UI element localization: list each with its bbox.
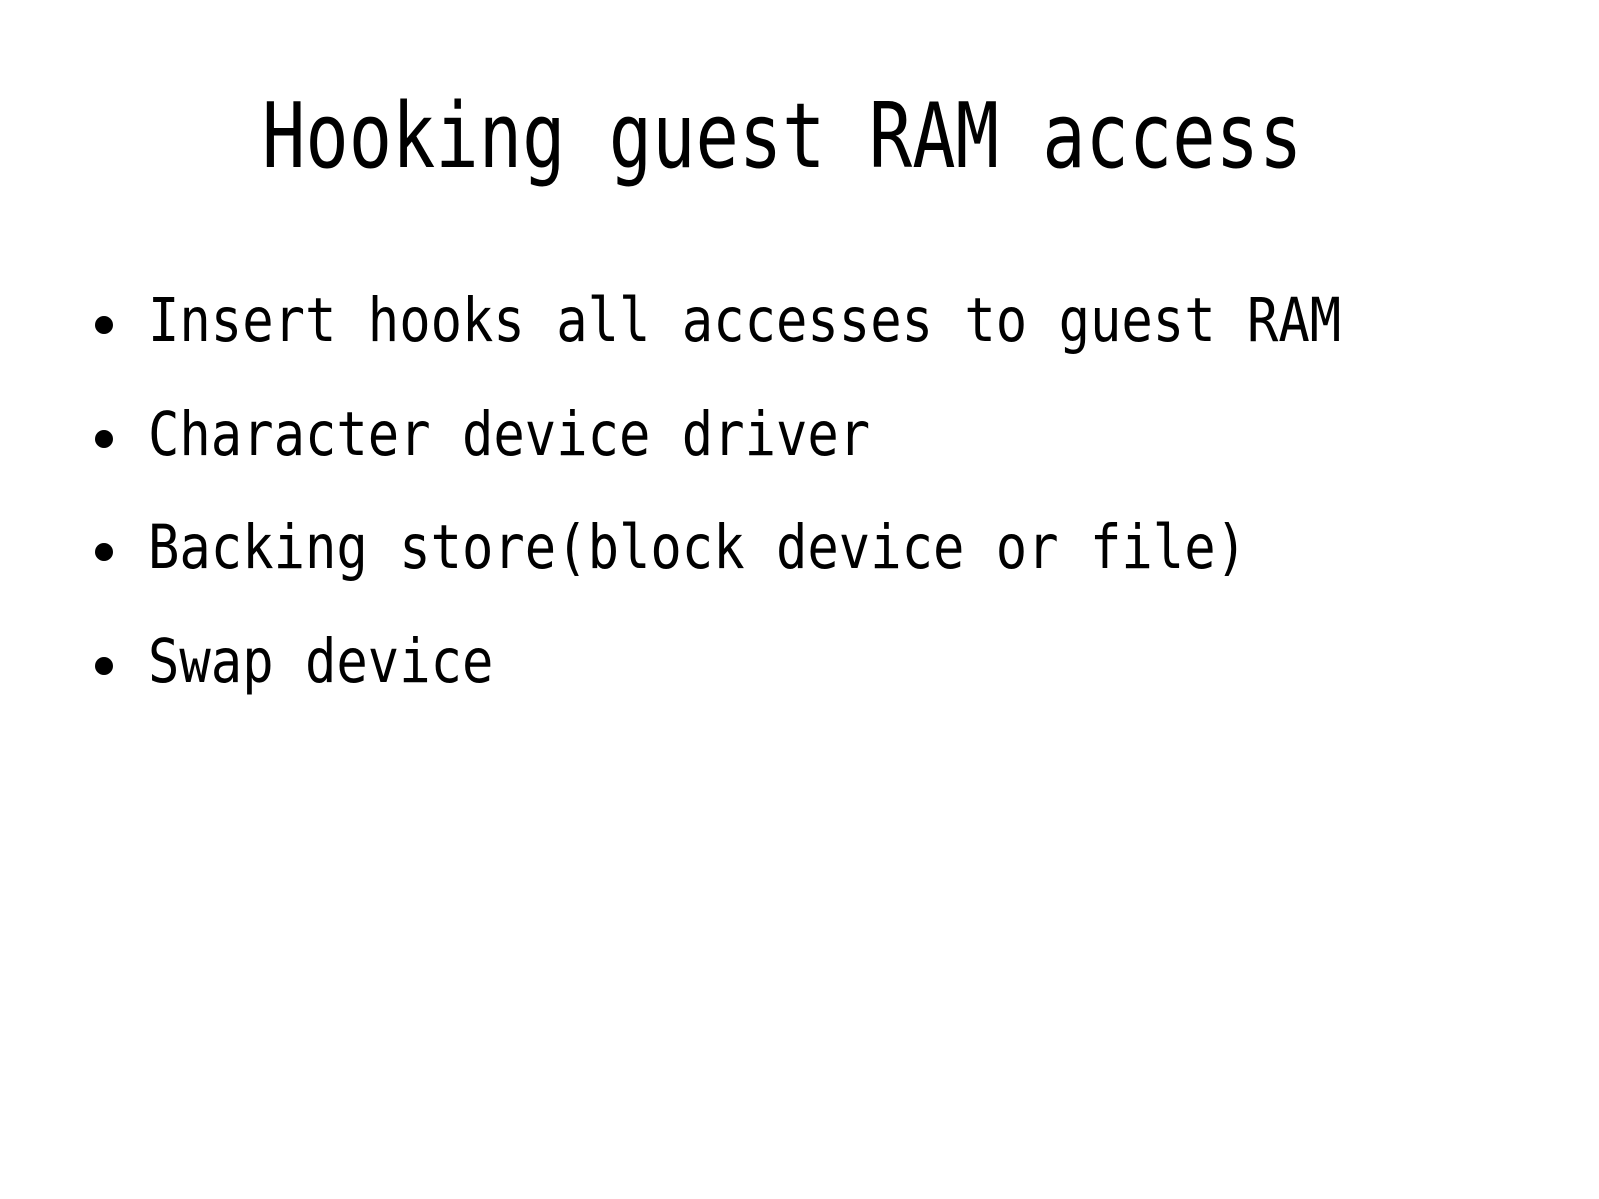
bullet-icon [95,316,113,334]
bullet-text: Character device driver [148,399,871,470]
bullet-icon [95,657,113,675]
slide-title: Hooking guest RAM access [262,84,1303,189]
bullet-text: Insert hooks all accesses to guest RAM [148,285,1342,356]
bullet-icon [95,430,113,448]
bullet-text: Swap device [148,626,494,697]
bullet-text: Backing store(block device or file) [148,512,1248,583]
bullet-icon [95,543,113,561]
